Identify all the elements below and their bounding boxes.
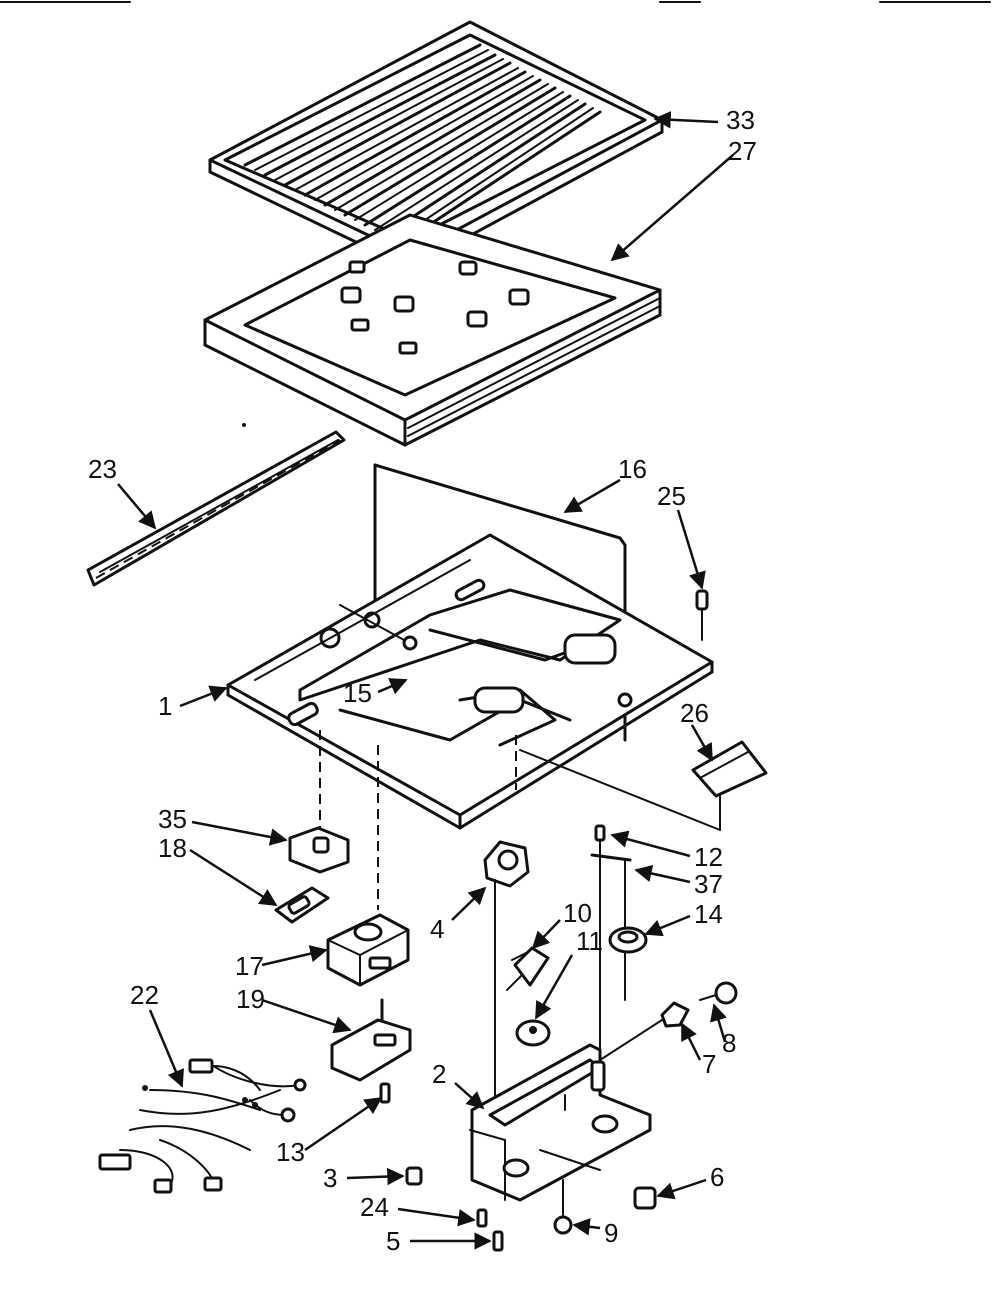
callout-14: 14 — [694, 899, 723, 929]
part-pin — [695, 589, 709, 641]
part-washer-9 — [553, 1179, 573, 1235]
part-clip-3 — [405, 1166, 423, 1186]
callout-37: 37 — [694, 869, 723, 899]
part-thermostat-10 — [506, 946, 550, 991]
grille-slats — [243, 43, 602, 245]
callout-22: 22 — [130, 980, 159, 1010]
part-lamp-8 — [699, 981, 738, 1005]
callout-3: 3 — [323, 1163, 337, 1193]
part-sensor-35 — [288, 826, 350, 874]
part-screw-15 — [339, 604, 418, 651]
callout-9: 9 — [604, 1218, 618, 1248]
part-frame — [203, 213, 662, 447]
part-screw-24 — [476, 1208, 488, 1228]
part-screw-5 — [492, 1230, 504, 1252]
callout-11: 11 — [576, 926, 603, 956]
callout-12: 12 — [694, 842, 723, 872]
callout-24: 24 — [360, 1192, 389, 1222]
callout-17: 17 — [235, 951, 264, 981]
part-socket-7 — [599, 1001, 690, 1061]
callout-8: 8 — [722, 1028, 736, 1058]
part-grommet-14 — [608, 926, 648, 954]
part-grille — [208, 20, 664, 270]
callout-19: 19 — [236, 984, 265, 1014]
part-screw-12 — [594, 824, 606, 1061]
callout-2: 2 — [432, 1059, 446, 1089]
callout-4: 4 — [430, 914, 444, 944]
part-screw-13 — [379, 1082, 391, 1104]
callout-16: 16 — [618, 454, 647, 484]
callout-25: 25 — [657, 481, 686, 511]
part-trim-strip — [86, 430, 346, 587]
part-base-bracket — [469, 1043, 652, 1202]
callout-6: 6 — [710, 1162, 724, 1192]
part-wiring-harness — [98, 1058, 307, 1194]
callout-10: 10 — [563, 898, 592, 928]
frame-clips — [340, 260, 530, 355]
callout-15: 15 — [343, 678, 372, 708]
callout-7: 7 — [702, 1049, 716, 1079]
callout-13: 13 — [276, 1137, 305, 1167]
callout-33: 33 — [726, 105, 755, 135]
part-nut-6 — [633, 1186, 657, 1210]
part-control-box — [326, 913, 410, 987]
part-bracket-18 — [274, 886, 330, 924]
callout-5: 5 — [386, 1226, 400, 1256]
callout-1: 1 — [158, 691, 172, 721]
part-bracket-19 — [330, 998, 412, 1082]
part-grommet-11 — [515, 1019, 551, 1047]
callout-35: 35 — [158, 804, 187, 834]
callout-27: 27 — [728, 136, 757, 166]
part-pad — [691, 740, 768, 798]
callout-labels: 33 27 23 16 25 1 15 26 35 18 12 37 4 10 … — [88, 105, 757, 1256]
callout-23: 23 — [88, 454, 117, 484]
callout-18: 18 — [158, 833, 187, 863]
callout-26: 26 — [680, 698, 709, 728]
leader-lines — [117, 111, 734, 1250]
